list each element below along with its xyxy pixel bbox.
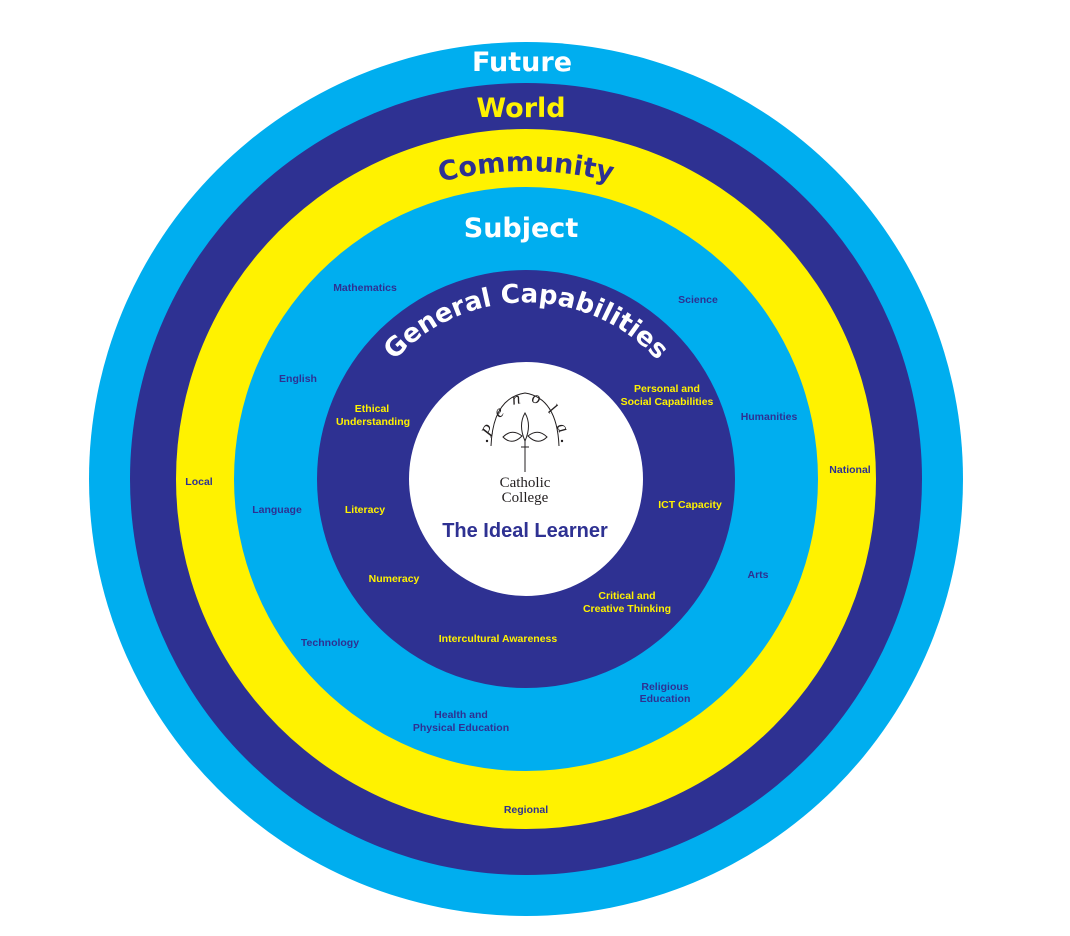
label-language: Language <box>252 504 302 516</box>
label-mathematics: Mathematics <box>333 282 397 294</box>
logo-letter-n: n <box>510 388 522 408</box>
label-personal-line1: Personal and <box>634 383 700 395</box>
logo-leaf-left <box>502 431 523 442</box>
label-ethical-line2: Understanding <box>336 416 410 428</box>
label-intercultural: Intercultural Awareness <box>439 633 558 645</box>
logo-catholic: Catholic <box>500 475 551 491</box>
label-personal-line2: Social Capabilities <box>621 396 714 408</box>
subject-title: Subject <box>464 213 579 244</box>
future-title: Future <box>472 47 572 78</box>
world-title: World <box>476 93 565 124</box>
logo-arch <box>490 392 560 447</box>
label-technology: Technology <box>301 637 359 649</box>
label-regional: Regional <box>504 804 548 816</box>
label-ict-capacity: ICT Capacity <box>658 499 722 511</box>
logo-college: College <box>502 490 549 506</box>
center-title: The Ideal Learner <box>442 520 608 542</box>
label-critical-line2: Creative Thinking <box>583 603 671 615</box>
label-numeracy: Numeracy <box>369 573 420 585</box>
logo-dot-right <box>560 439 564 443</box>
label-science: Science <box>678 294 718 306</box>
label-critical-line1: Critical and <box>598 590 655 602</box>
label-national: National <box>829 464 871 476</box>
logo-dot-left <box>485 439 489 443</box>
label-religious-line2: Education <box>640 693 691 705</box>
label-literacy: Literacy <box>345 504 385 516</box>
label-health-line1: Health and <box>434 709 488 721</box>
label-english: English <box>279 373 317 385</box>
label-health-line2: Physical Education <box>413 722 509 734</box>
label-religious-line1: Religious <box>641 681 688 693</box>
label-ethical-line1: Ethical <box>355 403 390 415</box>
label-humanities: Humanities <box>741 411 798 423</box>
label-local: Local <box>185 476 213 488</box>
center-circle <box>409 362 643 596</box>
logo-leaf-right <box>527 431 548 442</box>
label-arts: Arts <box>747 569 768 581</box>
